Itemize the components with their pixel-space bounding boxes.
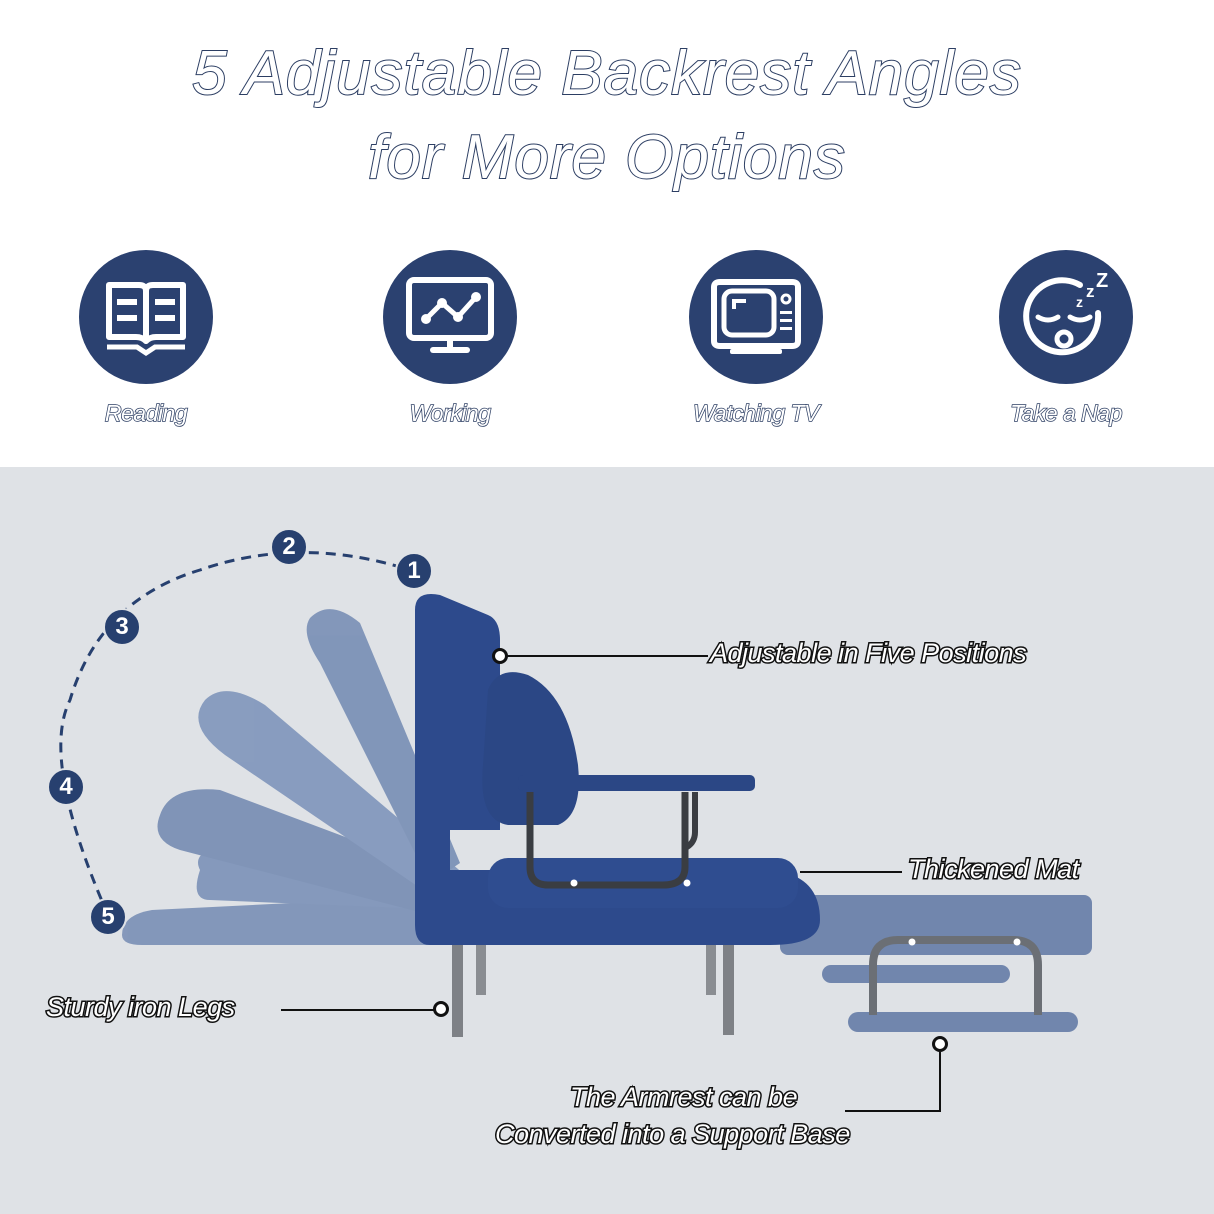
use-case-label: Watching TV	[692, 399, 820, 427]
callout-legs: Sturdy iron Legs	[45, 991, 237, 1024]
position-marker-3: 3	[103, 608, 141, 646]
callout-line-mat	[800, 871, 902, 873]
callout-line-backrest	[506, 655, 708, 657]
callout-line-legs	[281, 1009, 435, 1011]
headline-line-2: for More Options	[367, 122, 846, 193]
use-case-label: Reading	[104, 399, 188, 427]
svg-text:z: z	[1086, 282, 1095, 301]
tv-icon	[689, 250, 823, 384]
callout-backrest: Adjustable in Five Positions	[708, 637, 1028, 670]
use-case-working: Working	[350, 250, 550, 427]
callout-dot-armrest	[932, 1036, 948, 1052]
use-case-watching-tv: Watching TV	[656, 250, 856, 427]
use-case-reading: Reading	[46, 250, 246, 427]
callout-dot-legs	[433, 1001, 449, 1017]
monitor-chart-icon	[383, 250, 517, 384]
callout-armrest-line-2: Converted into a Support Base	[494, 1118, 852, 1151]
sleeping-face-icon: z z Z	[999, 250, 1133, 384]
position-marker-2: 2	[270, 528, 308, 566]
position-marker-5: 5	[89, 898, 127, 936]
use-case-label: Working	[409, 399, 492, 427]
callout-armrest-line-1: The Armrest can be	[568, 1081, 799, 1114]
callout-line-armrest-horizontal	[845, 1110, 941, 1112]
use-case-label: Take a Nap	[1009, 399, 1123, 427]
callout-line-armrest-vertical	[939, 1052, 941, 1112]
open-book-icon	[79, 250, 213, 384]
top-section: 5 Adjustable Backrest Angles for More Op…	[0, 0, 1214, 467]
svg-text:z: z	[1076, 294, 1083, 310]
headline-line-1: 5 Adjustable Backrest Angles	[191, 38, 1022, 109]
position-marker-4: 4	[47, 768, 85, 806]
position-marker-1: 1	[395, 552, 433, 590]
use-case-take-a-nap: z z Z Take a Nap	[966, 250, 1166, 427]
callout-mat: Thickened Mat	[907, 853, 1081, 886]
svg-text:Z: Z	[1096, 270, 1108, 292]
sofa-bed-illustration	[59, 551, 1092, 1037]
